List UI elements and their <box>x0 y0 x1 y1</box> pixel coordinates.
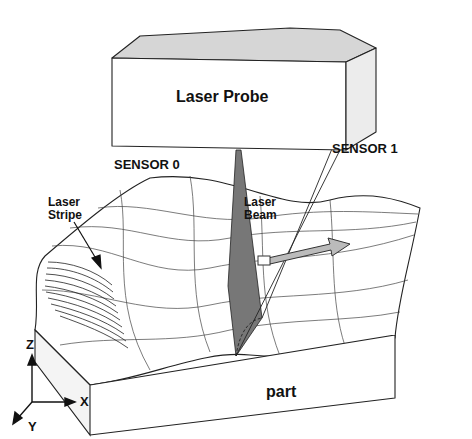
stripe-label: Laser Stripe <box>48 196 108 221</box>
node-title: part <box>266 383 296 401</box>
scan-arrow <box>258 238 350 265</box>
node-title: Laser Probe <box>176 88 268 106</box>
axis-label: Z <box>26 338 46 352</box>
probe-body: Laser Probe <box>108 24 380 154</box>
laser-stripe-lines <box>45 262 128 348</box>
part-surface <box>35 177 420 435</box>
axes-symbol <box>13 355 75 424</box>
sensor-label: SENSOR 1 <box>332 142 422 156</box>
laser-beam-sheet <box>228 150 262 356</box>
axis-label: X <box>80 395 100 409</box>
beam-label: Laser Beam <box>244 196 290 221</box>
node-outline <box>90 335 396 436</box>
part-block: part <box>90 335 396 436</box>
axis-label: Y <box>28 420 48 434</box>
leader-arrow <box>74 222 101 268</box>
sensor-label: SENSOR 0 <box>114 158 204 172</box>
